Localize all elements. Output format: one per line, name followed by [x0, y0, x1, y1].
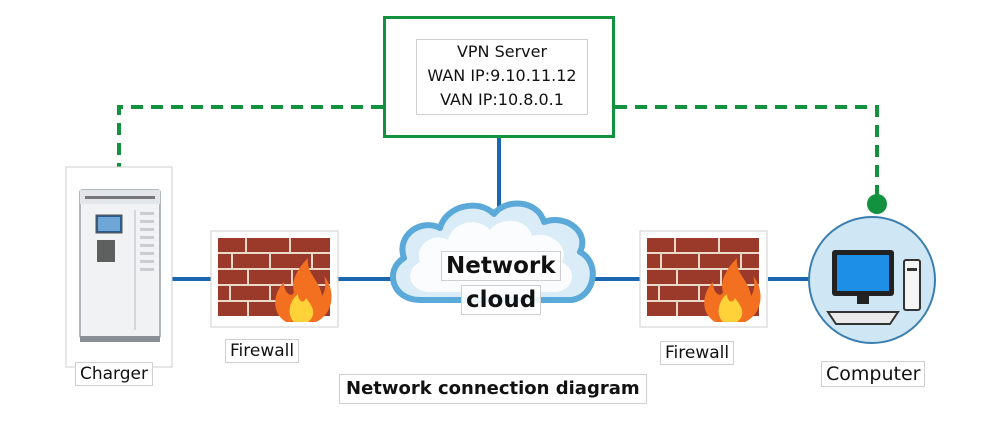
vpn-server-title: VPN Server	[456, 42, 548, 61]
diagram-title: Network connection diagram	[339, 374, 647, 404]
firewall-left-label: Firewall	[225, 339, 300, 363]
cloud-label-line1: Network	[441, 251, 561, 281]
computer-image	[808, 216, 936, 344]
firewall-right-image	[639, 230, 768, 328]
vpn-endpoint-computer	[867, 194, 887, 214]
firewall-left-image	[210, 230, 339, 328]
vpn-tunnels	[117, 105, 879, 203]
vpn-van-ip: VAN IP:10.8.0.1	[440, 90, 564, 109]
cloud-label-line2: cloud	[461, 285, 542, 315]
vpn-wan-ip: WAN IP:9.10.11.12	[427, 66, 577, 85]
firewall-right-label: Firewall	[660, 341, 735, 365]
vpn-server-label: VPN Server WAN IP:9.10.11.12 VAN IP:10.8…	[416, 39, 588, 115]
computer-label: Computer	[821, 361, 926, 387]
charger-image	[65, 166, 173, 368]
vpn-tunnel-computer	[615, 105, 879, 203]
vpn-server-box: VPN Server WAN IP:9.10.11.12 VAN IP:10.8…	[383, 16, 615, 138]
vpn-tunnel-charger	[117, 105, 383, 178]
network-wires	[170, 138, 812, 281]
charger-label: Charger	[75, 362, 153, 386]
